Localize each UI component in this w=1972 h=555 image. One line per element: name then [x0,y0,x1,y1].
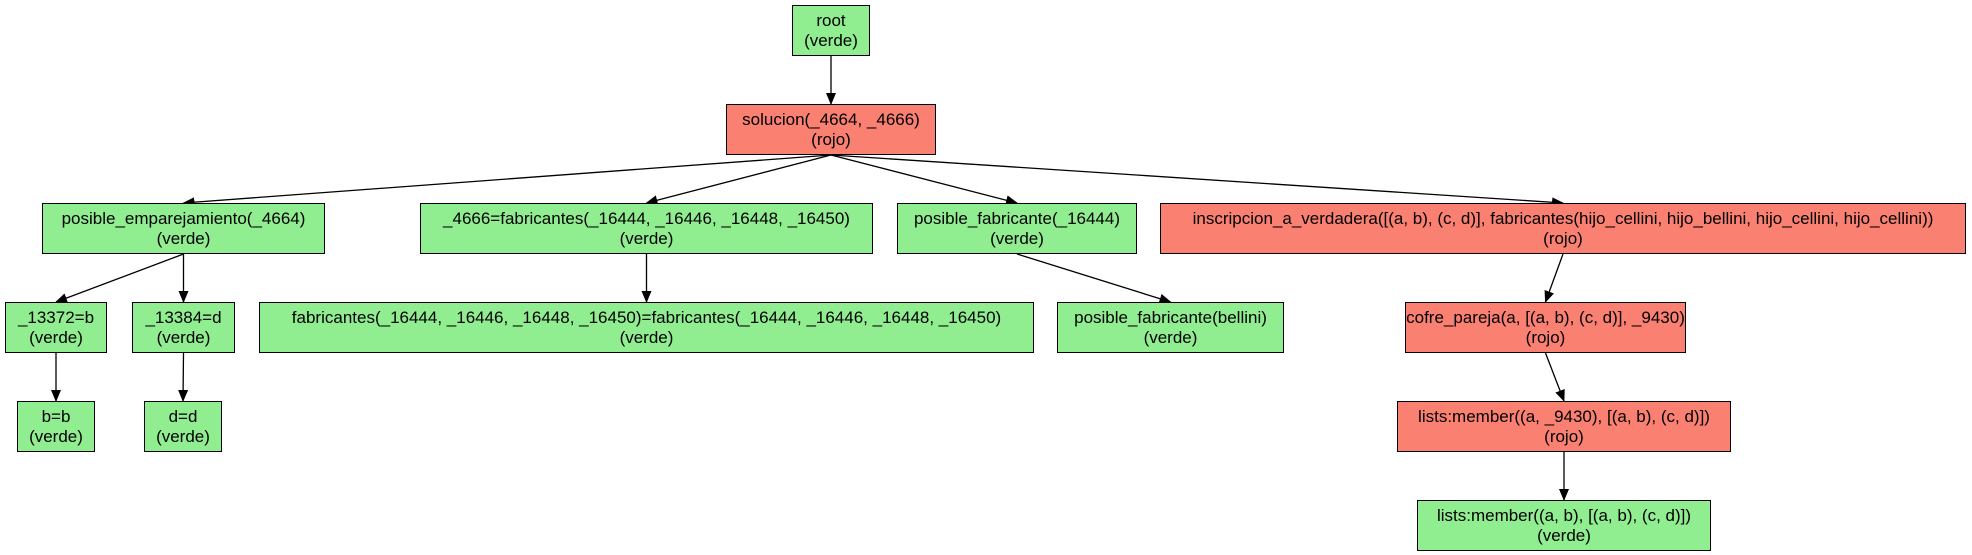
node-label: posible_fabricante(bellini) [1074,307,1267,327]
node-4666-fabricantes: _4666=fabricantes(_16444, _16446, _16448… [420,203,873,254]
node-label: _13384=d [145,307,222,327]
node-lists-member-ab: lists:member((a, b), [(a, b), (c, d)]) (… [1417,500,1711,551]
edge-arrow-n7-n12 [178,352,189,402]
node-status: (verde) [156,426,210,446]
node-posible-fabricante-bellini: posible_fabricante(bellini) (verde) [1057,302,1284,353]
edge-arrow-n10-n13 [1544,352,1565,402]
node-label: inscripcion_a_verdadera([(a, b), (c, d)]… [1192,208,1934,228]
node-label: posible_fabricante(_16444) [913,208,1121,228]
node-status: (rojo) [1543,228,1583,248]
node-label: lists:member((a, _9430), [(a, b), (c, d)… [1418,406,1710,426]
edge-arrow-n1-n2 [182,154,832,208]
node-status: (verde) [29,327,83,347]
node-status: (verde) [156,228,211,248]
node-label: _4666=fabricantes(_16444, _16446, _16448… [443,208,850,228]
node-label: d=d [168,406,198,426]
node-status: (verde) [804,30,858,50]
node-status: (verde) [619,228,674,248]
node-lists-member-9430: lists:member((a, _9430), [(a, b), (c, d)… [1397,401,1731,452]
node-label: root [816,10,846,30]
edge-arrow-n4-n9 [1016,253,1172,304]
node-root: root (verde) [792,5,870,56]
node-status: (rojo) [811,129,851,149]
node-d-eq-d: d=d (verde) [144,401,222,452]
node-label: posible_emparejamiento(_4664) [61,208,306,228]
node-label: b=b [41,406,71,426]
node-label: _13372=b [17,307,95,327]
node-status: (verde) [156,327,211,347]
node-status: (verde) [1537,525,1591,545]
edge-arrow-n5-n10 [1544,253,1564,303]
node-label: solucion(_4664, _4666) [742,109,920,129]
edge-arrow-n1-n5 [830,154,1564,208]
node-label: fabricantes(_16444, _16446, _16448, _164… [291,307,1002,327]
edge-arrow-n2-n6 [55,253,184,303]
node-fabricantes-equality: fabricantes(_16444, _16446, _16448, _164… [259,302,1034,353]
node-status: (verde) [619,327,674,347]
node-label: lists:member((a, b), [(a, b), (c, d)]) [1436,505,1692,525]
node-inscripcion-a-verdadera: inscripcion_a_verdadera([(a, b), (c, d)]… [1160,203,1966,254]
node-status: (verde) [1143,327,1198,347]
node-label: cofre_pareja(a, [(a, b), (c, d)], _9430) [1406,307,1685,327]
node-status: (rojo) [1544,426,1584,446]
node-b-eq-b: b=b (verde) [17,401,95,452]
node-status: (rojo) [1525,327,1566,347]
node-13384-d: _13384=d (verde) [132,302,235,353]
edge-arrow-n1-n4 [830,154,1018,206]
node-cofre-pareja: cofre_pareja(a, [(a, b), (c, d)], _9430)… [1405,302,1686,353]
node-solucion: solucion(_4664, _4666) (rojo) [726,104,936,155]
node-status: (verde) [29,426,83,446]
node-status: (verde) [990,228,1044,248]
node-posible-emparejamiento: posible_emparejamiento(_4664) (verde) [42,203,325,254]
node-13372-b: _13372=b (verde) [5,302,107,353]
edge-arrow-n1-n3 [645,154,832,206]
node-posible-fabricante: posible_fabricante(_16444) (verde) [897,203,1137,254]
